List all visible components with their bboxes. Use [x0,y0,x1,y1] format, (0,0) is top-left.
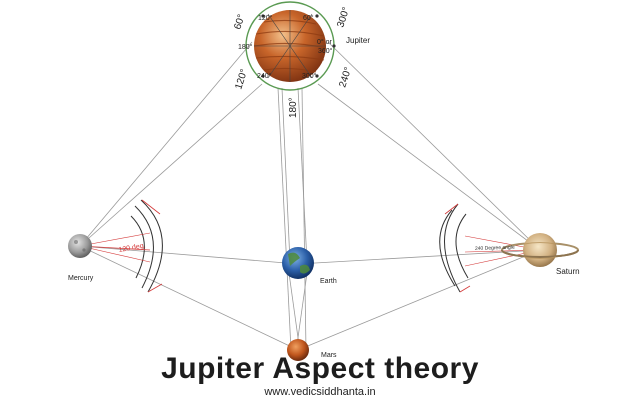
line-jupiter-saturn-2 [317,83,541,251]
jupiter-ring-ticks [261,14,336,78]
line-jupiter-saturn [327,41,541,251]
mars-label: Mars [321,352,337,359]
mercury-label: Mercury [68,275,94,282]
ring-outer-300: 300° [335,6,352,29]
earth-planet [282,247,314,279]
ring-inner-360: 360° [318,47,333,55]
saturn-group: Saturn 240 Degree angle [475,233,580,276]
mercury-group: Mercury 120 deg. [68,234,146,282]
line-mercury-earth [79,245,299,265]
earth-label: Earth [320,278,337,285]
line-saturn-mars [297,249,541,351]
mercury-angle-label: 120 deg. [118,242,146,254]
line-jupiter-mercury-2 [79,83,263,247]
mars-planet [287,339,309,361]
ring-outer-180: 180° [288,97,299,118]
aspect-lines [79,41,541,353]
line-mercury-mars [79,245,299,351]
line-jupiter-mars-right [301,87,307,351]
ring-outer-120: 120° [233,68,250,91]
mercury-planet [68,234,92,258]
line-jupiter-mars-left [277,87,292,351]
ring-outer-240: 240° [337,66,354,89]
saturn-planet [523,233,557,267]
earth-group: Earth [282,247,337,285]
mars-group: Mars [287,339,337,361]
line-jupiter-earth-left [281,87,291,263]
ring-inner-300: 300° [302,72,317,80]
diagram-title: Jupiter Aspect theory [161,352,479,385]
ring-inner-180: 180° [238,43,253,51]
ring-inner-240: 240° [257,72,272,80]
ring-inner-120: 120° [258,14,273,22]
ring-inner-0-or: 0° or [317,38,333,46]
website-url[interactable]: www.vedicsiddhanta.in [264,386,376,398]
saturn-angle-label: 240 Degree angle [475,245,515,252]
ring-inner-60: 60° [303,14,314,22]
line-earth-mars-b [295,265,309,353]
jupiter-group: 120° 60° 180° 0° or 360° 240° 300° 60° 3… [232,1,370,118]
line-earth-saturn [297,249,541,265]
line-jupiter-earth-right [297,87,308,263]
ring-outer-60: 60° [232,13,247,31]
jupiter-aspect-spokes [254,10,326,82]
saturn-label: Saturn [556,267,580,276]
line-jupiter-mercury [79,41,253,247]
jupiter-label: Jupiter [346,36,370,45]
